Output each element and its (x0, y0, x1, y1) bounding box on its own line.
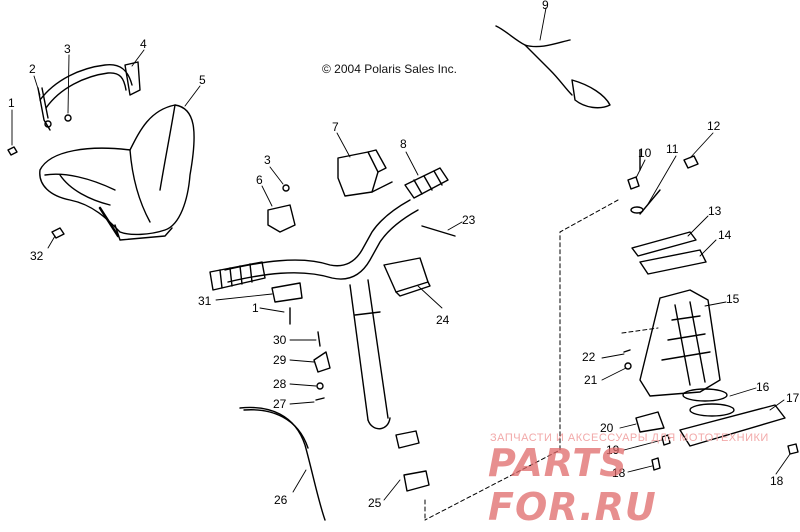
throttle-housing-drawing (639, 289, 721, 397)
callout-10: 10 (638, 146, 652, 160)
callout-3b: 3 (264, 153, 271, 167)
callout-1b: 1 (252, 301, 259, 315)
callout-18b: 18 (770, 474, 784, 488)
callout-25: 25 (368, 496, 382, 510)
callout-29: 29 (273, 353, 287, 367)
watermark-tagline: ЗАПЧАСТИ И АКСЕССУАРЫ ДЛЯ МОТОТЕХНИКИ (490, 432, 769, 444)
callout-7: 7 (332, 120, 339, 134)
copyright-notice: © 2004 Polaris Sales Inc. (322, 62, 457, 76)
callout-2: 2 (29, 62, 36, 76)
handlebar-drawing (209, 167, 449, 492)
callout-9: 9 (542, 0, 549, 12)
watermark-logo: PARTS FOR.RU (488, 441, 657, 529)
callout-13: 13 (708, 204, 722, 218)
callout-21: 21 (584, 373, 598, 387)
callout-28: 28 (273, 377, 287, 391)
callout-3: 3 (64, 42, 71, 56)
callout-32: 32 (30, 249, 44, 263)
callout-14: 14 (718, 228, 732, 242)
callout-numbers: 1 2 3 4 5 32 3 6 7 8 23 31 1 30 29 28 27… (8, 0, 800, 510)
callout-16: 16 (756, 380, 770, 394)
callout-1: 1 (8, 96, 15, 110)
callout-15: 15 (726, 292, 740, 306)
callout-26: 26 (274, 493, 288, 507)
callout-8: 8 (400, 137, 407, 151)
callout-19: 19 (606, 443, 620, 457)
callout-23: 23 (462, 213, 476, 227)
callout-30: 30 (273, 333, 287, 347)
callout-12: 12 (707, 119, 721, 133)
callout-20: 20 (600, 421, 614, 435)
callout-11: 11 (666, 142, 679, 156)
callout-4: 4 (140, 37, 147, 51)
callout-24: 24 (436, 313, 450, 327)
seat-drawing (39, 104, 195, 241)
callout-5: 5 (199, 73, 206, 87)
callout-18: 18 (612, 466, 626, 480)
callout-22: 22 (582, 350, 596, 364)
callout-6: 6 (256, 173, 263, 187)
callout-17: 17 (786, 391, 800, 405)
callout-27: 27 (273, 397, 287, 411)
callout-31: 31 (198, 294, 212, 308)
